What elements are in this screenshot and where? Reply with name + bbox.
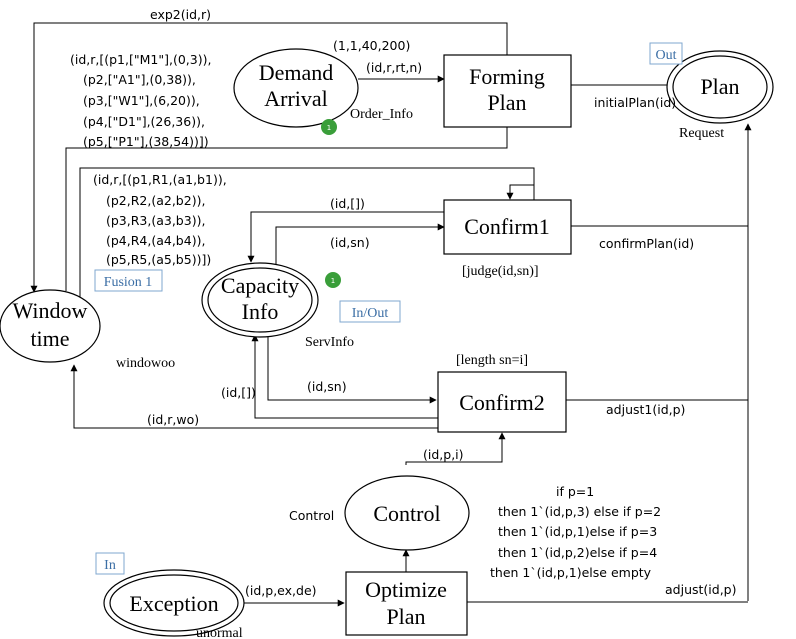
label-initial-plan: initialPlan(id) bbox=[594, 95, 676, 110]
place-label-line1: Capacity bbox=[221, 273, 299, 298]
label-window-expr-1: (p2,["A1"],(0,38)), bbox=[83, 72, 196, 87]
label-resource-expr-1: (p2,R2,(a2,b2)), bbox=[106, 193, 205, 208]
transition-label-line2: Plan bbox=[386, 604, 425, 629]
label-unormal: unormal bbox=[196, 626, 243, 639]
label-confirm2-to-window: (id,r,wo) bbox=[147, 412, 199, 427]
label-resource-expr-4: (p5,R5,(a5,b5))]) bbox=[106, 252, 211, 267]
label-windowoo: windowoo bbox=[116, 356, 175, 371]
place-label: Plan bbox=[700, 74, 739, 99]
label-order-info: Order_Info bbox=[350, 107, 413, 122]
label-resource-expr-0: (id,r,[(p1,R1,(a1,b1)), bbox=[93, 172, 227, 187]
label-control-type: Control bbox=[289, 508, 334, 523]
label-resource-expr-2: (p3,R3,(a3,b3)), bbox=[106, 213, 205, 228]
arcs bbox=[30, 22, 752, 607]
arc-confirm2-to-window bbox=[70, 364, 438, 429]
arc-capacity-to-confirm2 bbox=[267, 337, 437, 404]
arc-resource-expr-b bbox=[506, 184, 534, 200]
label-demand-to-forming: (id,r,rt,n) bbox=[366, 60, 422, 75]
place-control[interactable]: Control bbox=[344, 475, 470, 551]
place-label-line2: Info bbox=[242, 299, 279, 324]
label-confirm1-guard: [judge(id,sn)] bbox=[462, 264, 539, 279]
arc-confirm1-to-capacity bbox=[247, 211, 444, 263]
label-servinfo: ServInfo bbox=[305, 335, 354, 350]
arc-capacity-to-confirm1 bbox=[275, 223, 445, 266]
transition-confirm1[interactable]: Confirm1 bbox=[443, 199, 572, 255]
label-confirm-plan: confirmPlan(id) bbox=[599, 236, 694, 251]
label-confirm1-to-capacity: (id,[]) bbox=[330, 196, 365, 211]
arc-labels: exp2(id,r) (1,1,40,200) (id,r,rt,n) Orde… bbox=[70, 7, 736, 639]
transition-label-line1: Forming bbox=[469, 64, 545, 89]
place-label-line1: Demand bbox=[259, 60, 334, 85]
place-label-line2: Arrival bbox=[264, 86, 328, 111]
place-label-line1: Window bbox=[13, 298, 88, 323]
transition-confirm2[interactable]: Confirm2 bbox=[437, 371, 567, 433]
svg-text:In: In bbox=[104, 558, 116, 573]
label-resource-expr-3: (p4,R4,(a4,b4)), bbox=[106, 233, 205, 248]
label-optimize-expr-2: then 1`(id,p,1)else if p=3 bbox=[498, 524, 657, 539]
label-request: Request bbox=[679, 126, 724, 141]
svg-text:Fusion 1: Fusion 1 bbox=[104, 275, 153, 290]
tag-fusion: Fusion 1 bbox=[94, 269, 163, 292]
token-capacity-info: 1 bbox=[325, 272, 341, 288]
label-optimize-expr-4: then 1`(id,p,1)else empty bbox=[490, 565, 652, 580]
svg-text:Out: Out bbox=[656, 48, 677, 63]
place-capacity-info[interactable]: Capacity Info bbox=[201, 262, 319, 338]
label-confirm2-guard: [length sn=i] bbox=[456, 353, 528, 368]
transition-label: Confirm1 bbox=[464, 214, 550, 239]
transition-label-line2: Plan bbox=[487, 90, 526, 115]
place-plan[interactable]: Plan bbox=[666, 50, 774, 124]
label-capacity-to-confirm2: (id,sn) bbox=[307, 379, 347, 394]
svg-text:In/Out: In/Out bbox=[352, 306, 389, 321]
place-exception[interactable]: Exception bbox=[103, 569, 245, 637]
label-optimize-expr-0: if p=1 bbox=[556, 484, 594, 499]
label-exp2: exp2(id,r) bbox=[150, 7, 211, 22]
label-confirm2-to-capacity: (id,[]) bbox=[221, 385, 256, 400]
label-control-to-confirm2: (id,p,i) bbox=[423, 447, 464, 462]
transition-label-line1: Optimize bbox=[365, 577, 447, 602]
label-adjust1: adjust1(id,p) bbox=[606, 402, 685, 417]
label-initial-marking: (1,1,40,200) bbox=[333, 38, 410, 53]
arc-confirm2-to-capacity bbox=[251, 334, 438, 419]
label-optimize-expr-3: then 1`(id,p,2)else if p=4 bbox=[498, 545, 657, 560]
place-label: Control bbox=[373, 501, 440, 526]
place-label-line2: time bbox=[30, 326, 69, 351]
label-optimize-expr-1: then 1`(id,p,3) else if p=2 bbox=[498, 504, 661, 519]
label-adjust: adjust(id,p) bbox=[665, 582, 736, 597]
token-count: 1 bbox=[327, 124, 331, 132]
label-window-expr-4: (p5,["P1"],(38,54))]) bbox=[83, 134, 209, 149]
label-exception-to-optimize: (id,p,ex,de) bbox=[245, 583, 317, 598]
label-window-expr-0: (id,r,[(p1,["M1"],(0,3)), bbox=[70, 52, 211, 67]
transition-forming-plan[interactable]: Forming Plan bbox=[443, 54, 572, 128]
label-capacity-to-confirm1: (id,sn) bbox=[330, 235, 370, 250]
arc-window-expr bbox=[65, 127, 508, 291]
tag-out: Out bbox=[649, 42, 683, 65]
tag-in: In bbox=[95, 552, 125, 575]
place-window-time[interactable]: Window time bbox=[0, 289, 101, 363]
place-label: Exception bbox=[129, 591, 218, 616]
token-count: 1 bbox=[331, 277, 335, 285]
label-window-expr-3: (p4,["D1"],(26,36)), bbox=[83, 114, 205, 129]
arc-exp2 bbox=[30, 22, 508, 293]
place-demand-arrival[interactable]: Demand Arrival bbox=[233, 48, 359, 128]
label-window-expr-2: (p3,["W1"],(6,20)), bbox=[83, 93, 200, 108]
arc-control-to-confirm2 bbox=[405, 432, 506, 465]
transition-optimize-plan[interactable]: Optimize Plan bbox=[345, 571, 468, 636]
token-demand-arrival: 1 bbox=[321, 119, 337, 135]
tag-in-out: In/Out bbox=[339, 300, 401, 323]
transition-label: Confirm2 bbox=[459, 390, 545, 415]
